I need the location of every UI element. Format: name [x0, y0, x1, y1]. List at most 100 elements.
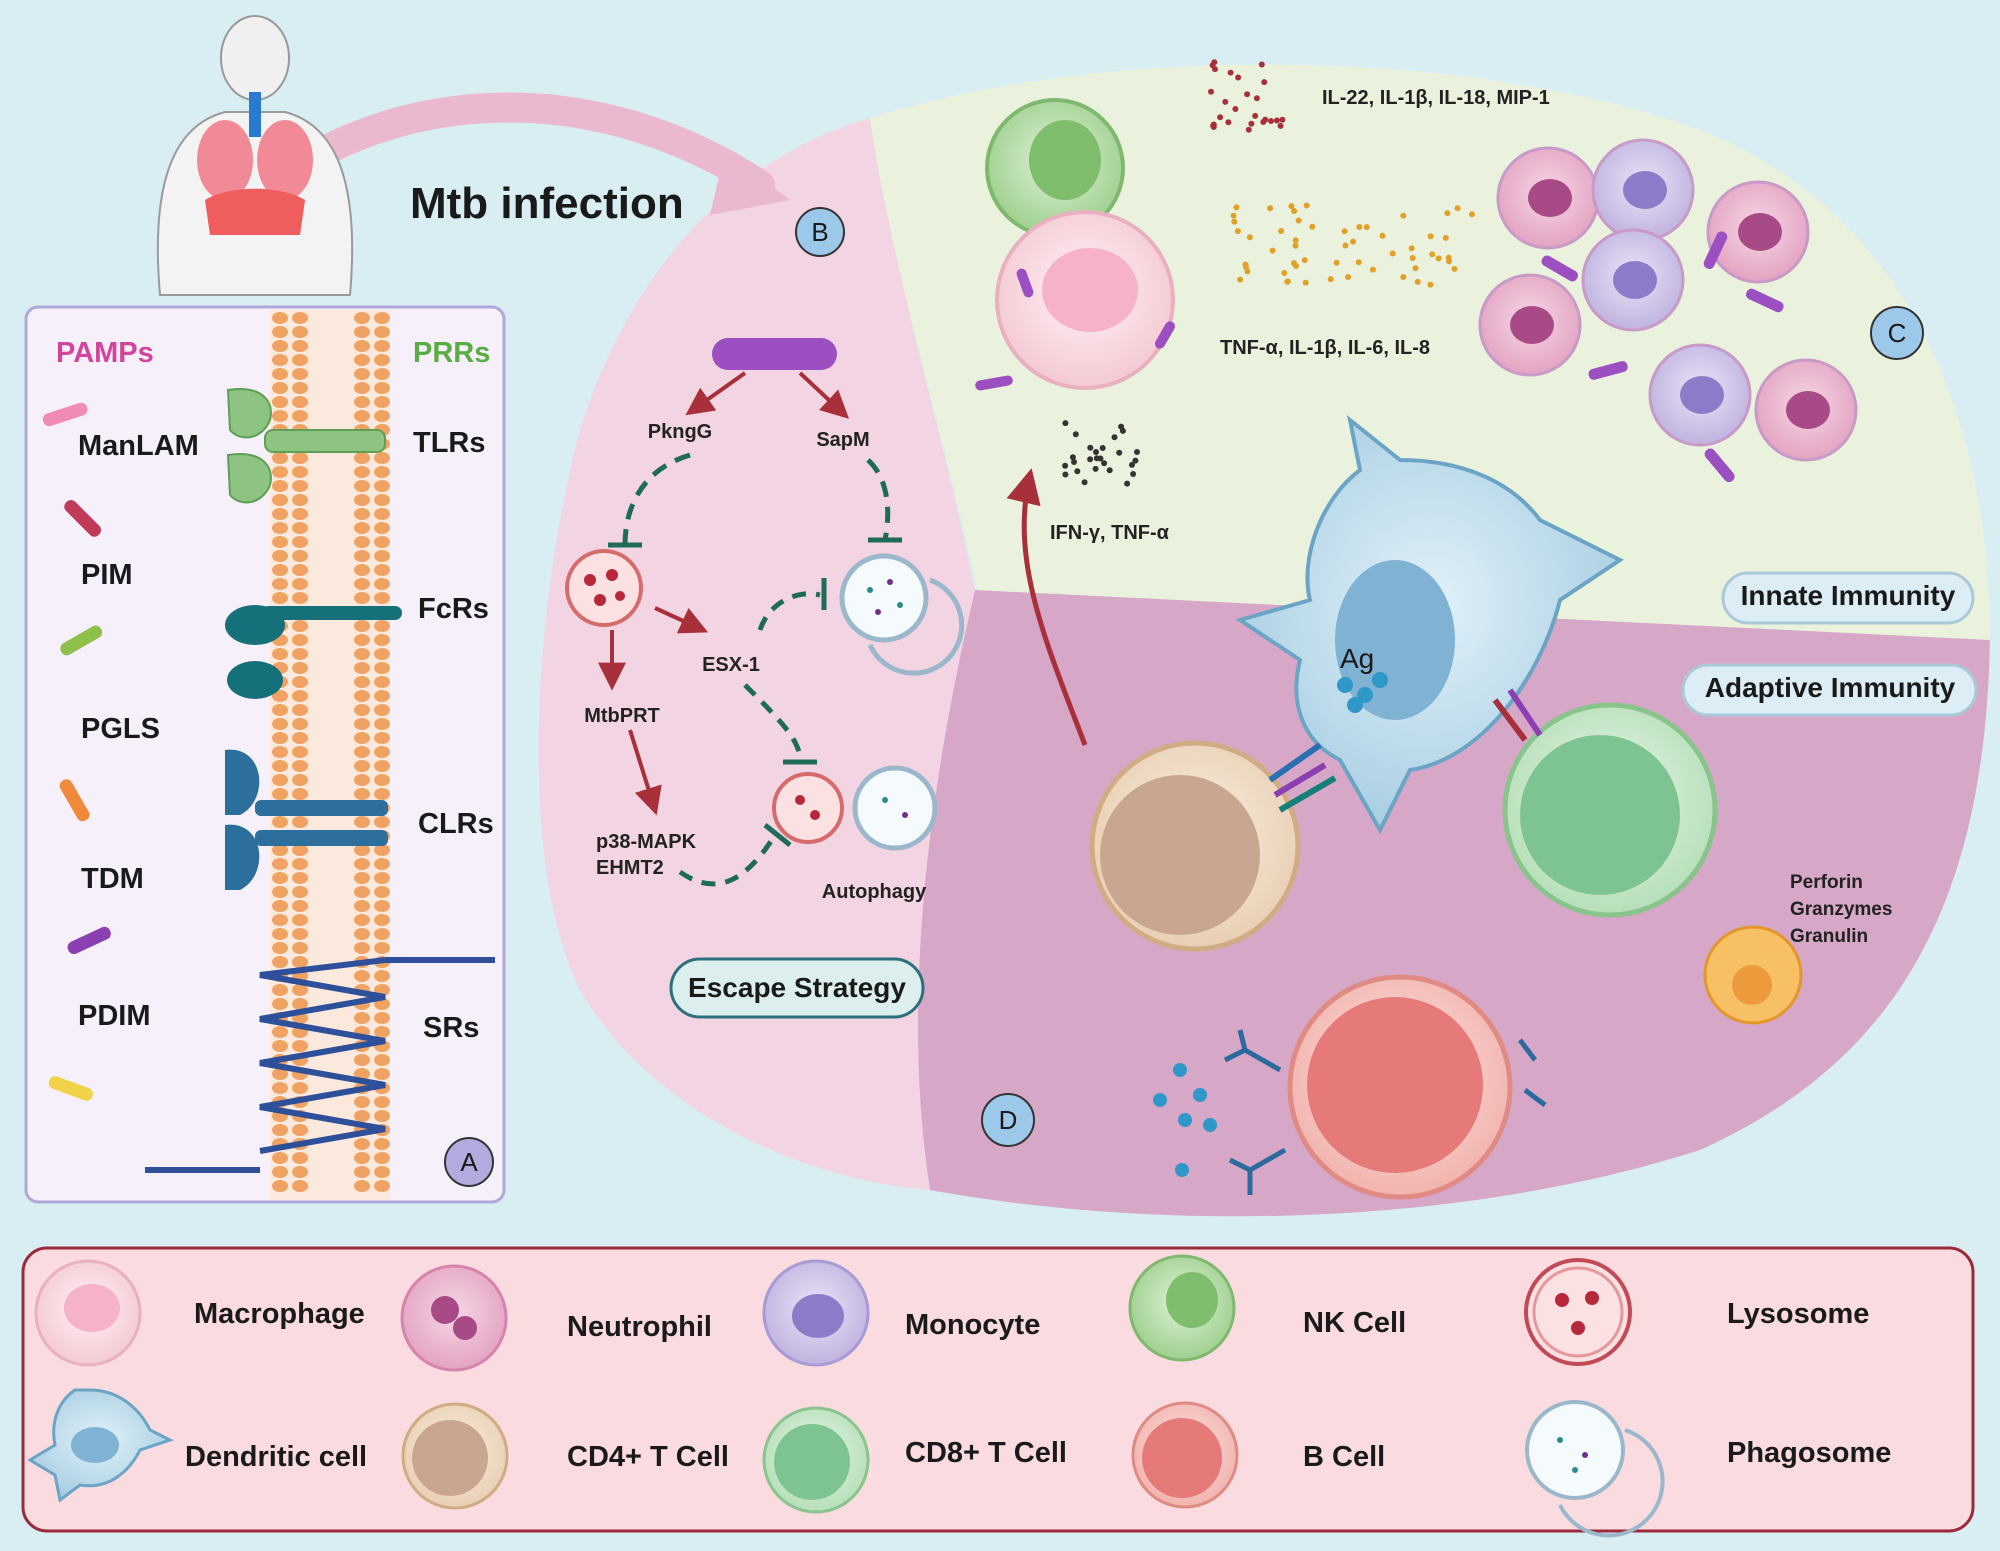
adaptive-immunity-pill: [1681, 663, 1978, 717]
legend-icon-neutrophil: [400, 1264, 508, 1372]
escape-region: [538, 118, 975, 1190]
legend-box: [21, 1246, 1975, 1533]
panel-b-badge-label: B: [811, 217, 828, 247]
cytokine-dots-3: [1062, 420, 1140, 487]
pim-icon: [64, 499, 102, 537]
effector-granulin: Granulin: [1790, 926, 1868, 947]
legend-icon-dendritic-cell: [27, 1388, 174, 1503]
antigen-particles: [1153, 1063, 1217, 1177]
effector-granzymes: Granzymes: [1790, 899, 1892, 920]
mtb-free-1: [975, 375, 1013, 391]
legend-label-dendritic-cell: Dendritic cell: [185, 1441, 367, 1473]
escape-strategy-pill: [669, 957, 925, 1019]
lipid-icon: [48, 1076, 93, 1101]
node-sapm: SapM: [816, 429, 869, 451]
dendritic-cell: [1235, 415, 1624, 835]
escape-strategy-label: Escape Strategy: [688, 972, 906, 1003]
ifn-arrow: [1006, 468, 1088, 746]
legend-label-cd8-t-cell: CD8+ T Cell: [905, 1437, 1067, 1469]
legend-label-b-cell: B Cell: [1303, 1441, 1385, 1473]
node-mtbprt: MtbPRT: [584, 705, 660, 727]
manlam-icon: [42, 402, 88, 427]
neutrophil-cluster: [1478, 138, 1858, 483]
node-p38: p38-MAPK: [596, 831, 697, 853]
autophagy-icon: [772, 765, 938, 851]
legend-icon-nk-cell: [1128, 1254, 1236, 1362]
cytokines-label-2: TNF-α, IL-1β, IL-6, IL-8: [1220, 337, 1430, 359]
macrophage-innate: [995, 210, 1175, 390]
inhibit-esx1-auto: [743, 683, 803, 761]
legend-label-neutrophil: Neutrophil: [567, 1311, 712, 1343]
prrs-heading: PRRs: [413, 337, 490, 369]
legend-icon-b-cell: [1131, 1401, 1239, 1509]
panel-d-badge-label: D: [999, 1105, 1018, 1135]
fcr-receptor: [225, 605, 402, 699]
cd8-t-cell: [1492, 688, 1718, 918]
pamp-label-tdm: TDM: [81, 863, 144, 895]
clr-receptor: [225, 749, 388, 890]
inhibit-esx1-phago: [757, 591, 821, 631]
pdim-icon: [67, 926, 111, 955]
legend-label-phagosome: Phagosome: [1727, 1437, 1891, 1469]
arrow-mtb-pkng: [685, 371, 747, 416]
phagosome-icon: [839, 553, 965, 676]
legend-icon-cd8-t-cell: [762, 1406, 870, 1514]
legend-label-monocyte: Monocyte: [905, 1309, 1040, 1341]
panel-a-badge: [444, 1137, 494, 1187]
inhibit-pkng: [622, 452, 691, 546]
innate-region: [870, 64, 1990, 641]
pamp-label-manlam: ManLAM: [78, 430, 199, 462]
arrow-mtbprt-p38: [628, 729, 662, 816]
legend-icon-monocyte: [762, 1259, 870, 1367]
inhibit-p38-auto: [678, 833, 778, 887]
effector-perforin: Perforin: [1790, 872, 1863, 893]
cytokines-label-1: IL-22, IL-1β, IL-18, MIP-1: [1322, 87, 1550, 109]
diagram-title: Mtb infection: [410, 179, 684, 228]
panel-c-badge: [1870, 306, 1924, 360]
antibodies: [1223, 1029, 1547, 1195]
node-esx1: ESX-1: [702, 654, 760, 676]
legend-label-cd4-t-cell: CD4+ T Cell: [567, 1441, 729, 1473]
mtb-bacterium: [712, 338, 837, 370]
innate-immunity-pill: [1721, 571, 1975, 625]
inhibit-sapm: [866, 458, 891, 541]
panel-d-badge: [981, 1093, 1035, 1147]
sr-receptor: [145, 957, 495, 1173]
arrow-mtb-sapm: [798, 371, 850, 419]
legend-icon-phagosome: [1525, 1400, 1665, 1538]
human-figure: [156, 15, 354, 296]
nk-cell-innate: [985, 98, 1125, 238]
nk-effector-cell: [1703, 925, 1803, 1025]
legend-icon-macrophage: [34, 1259, 142, 1367]
panel-c-badge-label: C: [1888, 318, 1907, 348]
b-cell: [1287, 974, 1513, 1200]
node-pkng: PkngG: [648, 421, 712, 443]
tdm-icon: [59, 779, 90, 822]
pamps-heading: PAMPs: [56, 337, 154, 369]
pamp-label-pgls: PGLS: [81, 713, 160, 745]
panel-a-badge-label: A: [460, 1147, 478, 1177]
cd4-t-cell: [1089, 740, 1337, 952]
prr-label-tlrs: TLRs: [413, 427, 486, 459]
legend-icon-cd4-t-cell: [401, 1402, 509, 1510]
tlr-receptor: [226, 388, 386, 504]
node-ehmt2: EHMT2: [596, 857, 664, 879]
arrow-lys-esx1: [654, 606, 709, 634]
infection-arrow: [285, 92, 775, 200]
panel-b-badge: [795, 207, 845, 257]
pamp-label-pdim: PDIM: [78, 1000, 151, 1032]
legend-label-nk-cell: NK Cell: [1303, 1307, 1406, 1339]
prr-label-clrs: CLRs: [418, 808, 494, 840]
cytokine-dots-1: [1208, 59, 1286, 133]
cytokine-dots-2: [1230, 202, 1475, 288]
pgls-icon: [60, 625, 103, 656]
adaptive-immunity-label: Adaptive Immunity: [1705, 672, 1956, 703]
node-autophagy: Autophagy: [822, 881, 927, 903]
legend-label-lysosome: Lysosome: [1727, 1298, 1869, 1330]
antigen-label: Ag: [1340, 643, 1374, 674]
legend-label-macrophage: Macrophage: [194, 1298, 365, 1330]
lysosome-icon: [565, 549, 643, 627]
innate-immunity-label: Innate Immunity: [1741, 580, 1956, 611]
cytokines-label-3: IFN-γ, TNF-α: [1050, 522, 1170, 544]
